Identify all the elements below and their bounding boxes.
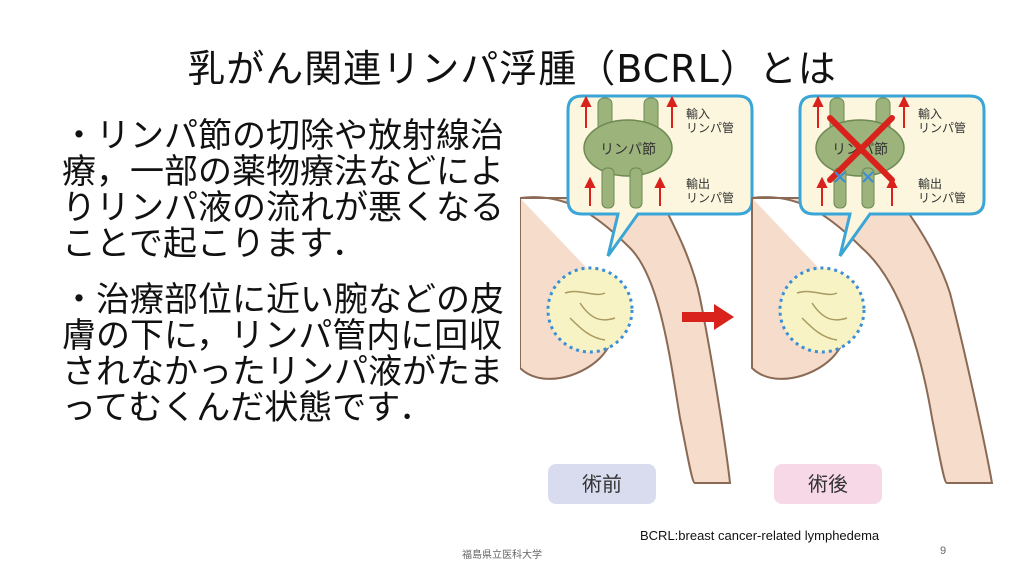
after-output-label: 輸出リンパ管 [918,176,966,205]
after-node-cross [827,115,895,183]
bullet-definition: ・治療部位に近い腕などの皮膚の下に，リンパ管内に回収されなかったリンパ液がたまっ… [62,280,504,428]
after-caption-box [774,464,882,504]
footer-university: 福島県立医科大学 [462,550,542,561]
before-node-label: リンパ節 [600,141,656,158]
before-dotted-circle [546,266,634,354]
after-input-label: 輸入リンパ管 [918,106,966,135]
transition-arrow [682,304,734,330]
after-figure: リンパ節 輸入リンパ管 輸出リンパ管 術後 [751,94,994,504]
before-caption: 術前 [582,472,622,496]
bullet-cause: ・リンパ節の切除や放射線治療，一部の薬物療法などによりリンパ液の流れが悪くなるこ… [62,116,504,264]
before-output-label: 輸出リンパ管 [686,176,734,205]
before-input-label: 輸入リンパ管 [686,106,734,135]
before-figure: リンパ節 輸入リンパ管 輸出リンパ管 術前 [520,94,754,504]
after-dotted-circle [778,266,866,354]
before-caption-box [548,464,656,504]
slide-title: 乳がん関連リンパ浮腫（BCRL）とは [187,47,837,91]
bcrl-illustration: リンパ節 輸入リンパ管 輸出リンパ管 術前 [520,94,994,504]
after-caption: 術後 [808,472,848,496]
before-lymph-node [583,119,673,177]
page-number: 9 [940,545,947,557]
footnote-bcrl: BCRL:breast cancer-related lymphedema [640,528,880,543]
